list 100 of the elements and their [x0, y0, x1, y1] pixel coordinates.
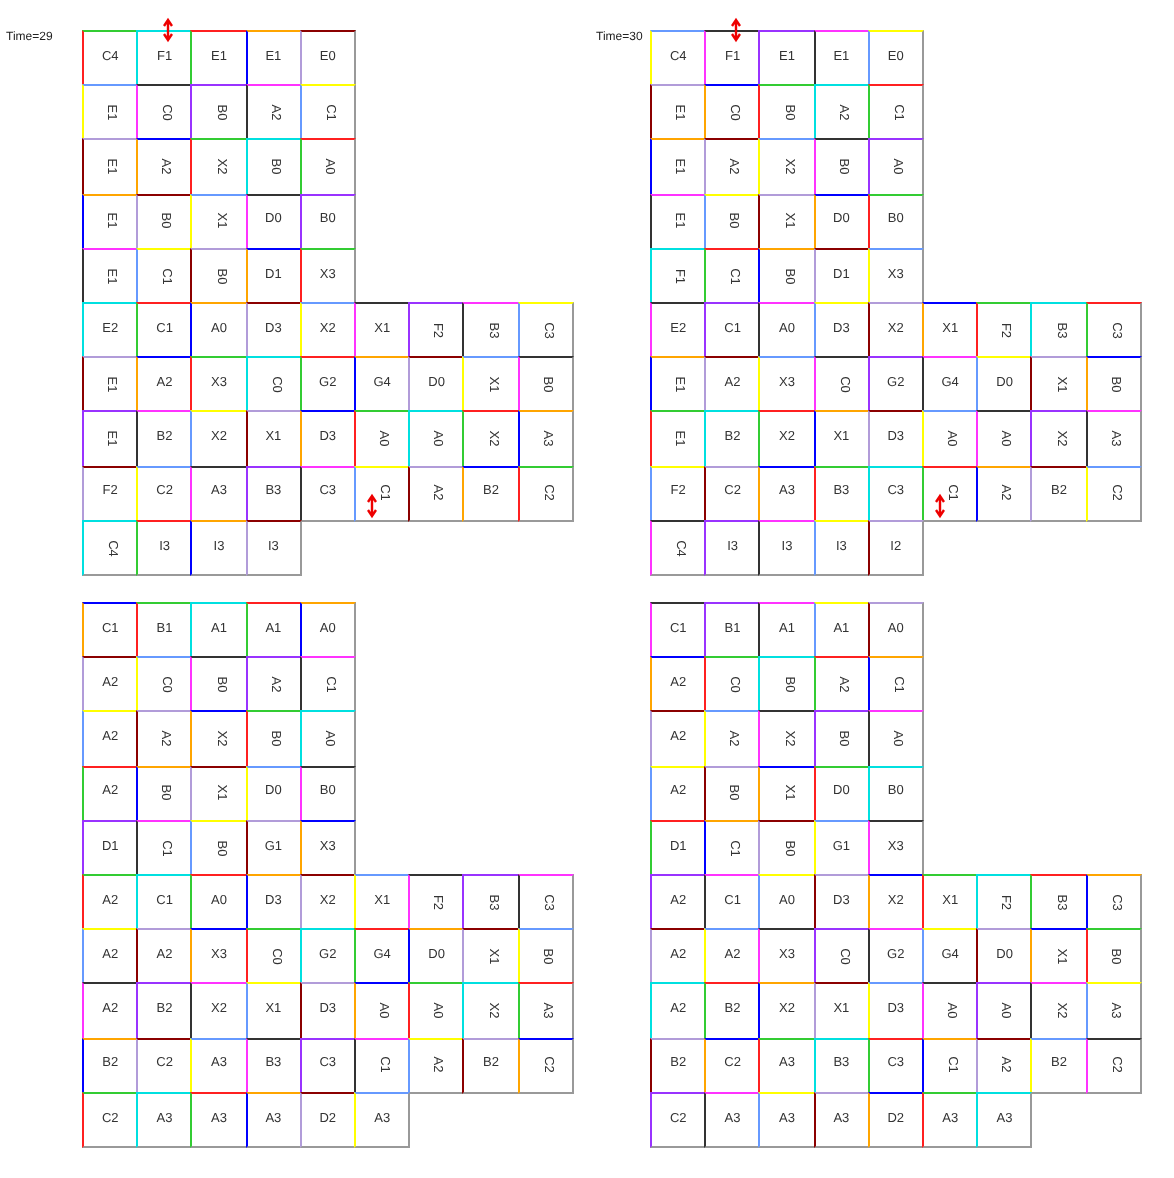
grid-cell — [867, 928, 924, 985]
grid-cell — [650, 30, 707, 87]
grid-cell — [704, 819, 761, 876]
grid-cell — [82, 356, 139, 413]
grid-cell — [1085, 465, 1142, 522]
grid-cell — [517, 928, 574, 985]
grid-cell — [190, 1037, 248, 1094]
grid-cell — [1085, 410, 1142, 468]
grid-cell — [704, 519, 761, 576]
grid-cell — [758, 1037, 816, 1094]
grid-cell — [190, 30, 248, 87]
grid-cell — [517, 874, 574, 931]
grid-cell — [408, 302, 465, 359]
grid-cell — [922, 1037, 979, 1094]
grid-cell — [704, 30, 761, 87]
grid-cell — [922, 982, 979, 1040]
grid-cell — [245, 765, 302, 822]
grid-cell — [190, 765, 248, 822]
grid-cell — [299, 465, 356, 522]
grid-cell — [704, 138, 761, 196]
grid-cell — [704, 1091, 761, 1148]
grid-cell — [813, 819, 870, 876]
grid-cell — [136, 1091, 193, 1148]
grid-cell — [245, 874, 302, 931]
grid-cell — [136, 519, 193, 576]
grid-cell — [354, 1091, 411, 1148]
grid-cell — [813, 1091, 870, 1148]
grid-cell — [867, 765, 924, 822]
grid-cell — [517, 465, 574, 522]
grid-cell — [650, 765, 707, 822]
grid-cell — [813, 356, 870, 413]
grid-cell — [867, 602, 924, 659]
grid-cell — [976, 302, 1033, 359]
grid-cell — [867, 138, 924, 196]
grid-cell — [136, 84, 193, 141]
grid-cell — [704, 410, 761, 468]
grid-cell — [1085, 1037, 1142, 1094]
grid-cell — [650, 602, 707, 659]
grid-cell — [650, 819, 707, 876]
grid-cell — [82, 138, 139, 196]
grid-cell — [704, 465, 761, 522]
grid-cell — [758, 874, 816, 931]
grid-cell — [1085, 356, 1142, 413]
grid-cell — [704, 302, 761, 359]
grid-cell — [976, 1091, 1033, 1148]
grid-cell — [650, 356, 707, 413]
grid-cell — [922, 410, 979, 468]
grid-cell — [462, 356, 520, 413]
grid-cell — [867, 84, 924, 141]
grid-cell — [190, 656, 248, 713]
grid-cell — [922, 302, 979, 359]
grid-cell — [867, 193, 924, 250]
grid-cell — [136, 710, 193, 768]
grid-cell — [299, 874, 356, 931]
grid-cell — [517, 356, 574, 413]
grid-cell — [758, 193, 816, 250]
grid-cell — [82, 819, 139, 876]
grid-cell — [136, 30, 193, 87]
grid-cell — [976, 982, 1033, 1040]
grid-cell — [136, 465, 193, 522]
grid-cell — [136, 1037, 193, 1094]
grid-cell — [867, 356, 924, 413]
grid-cell — [190, 519, 248, 576]
grid-cell — [813, 30, 870, 87]
grid-cell — [408, 410, 465, 468]
grid-cell — [299, 302, 356, 359]
grid-cell — [813, 1037, 870, 1094]
grid-cell — [704, 656, 761, 713]
grid-cell — [190, 710, 248, 768]
grid-cell — [82, 247, 139, 304]
grid-cell — [922, 1091, 979, 1148]
grid-cell — [190, 982, 248, 1040]
grid-cell — [82, 193, 139, 250]
grid-cell — [517, 1037, 574, 1094]
grid-cell — [136, 602, 193, 659]
grid-cell — [704, 874, 761, 931]
grid-cell — [517, 302, 574, 359]
grid-cell — [976, 874, 1033, 931]
grid-cell — [462, 982, 520, 1040]
grid-cell — [408, 928, 465, 985]
grid-cell — [136, 819, 193, 876]
grid-cell — [867, 656, 924, 713]
grid-cell — [704, 982, 761, 1040]
grid-cell — [299, 356, 356, 413]
grid-cell — [867, 30, 924, 87]
grid-cell — [82, 874, 139, 931]
grid-cell — [922, 356, 979, 413]
grid-cell — [82, 302, 139, 359]
grid-cell — [758, 302, 816, 359]
grid-cell — [190, 356, 248, 413]
grid-cell — [354, 465, 411, 522]
grid-cell — [758, 710, 816, 768]
grid-cell — [190, 302, 248, 359]
grid-cell — [867, 410, 924, 468]
grid-cell — [813, 519, 870, 576]
grid-cell — [299, 982, 356, 1040]
grid-cell — [82, 602, 139, 659]
grid-cell — [758, 30, 816, 87]
grid-cell — [813, 874, 870, 931]
grid-cell — [813, 656, 870, 713]
